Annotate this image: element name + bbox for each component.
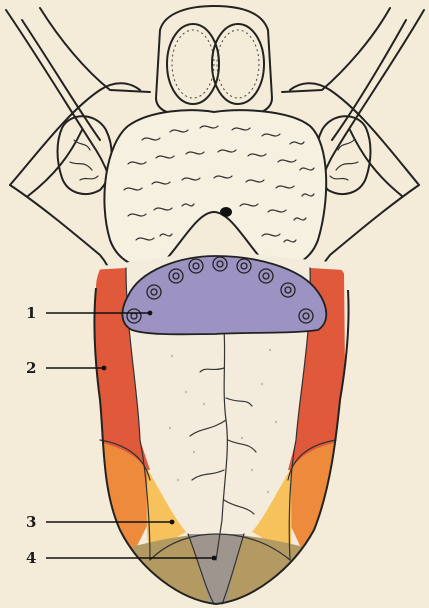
label-2: 2 bbox=[26, 359, 36, 377]
label-3: 3 bbox=[26, 513, 36, 531]
label-1: 1 bbox=[26, 304, 36, 322]
tongue-body bbox=[80, 250, 360, 608]
larynx-top bbox=[156, 6, 272, 114]
tongue-root bbox=[104, 110, 326, 268]
left-tonsil bbox=[58, 116, 112, 194]
label-4: 4 bbox=[26, 549, 36, 567]
